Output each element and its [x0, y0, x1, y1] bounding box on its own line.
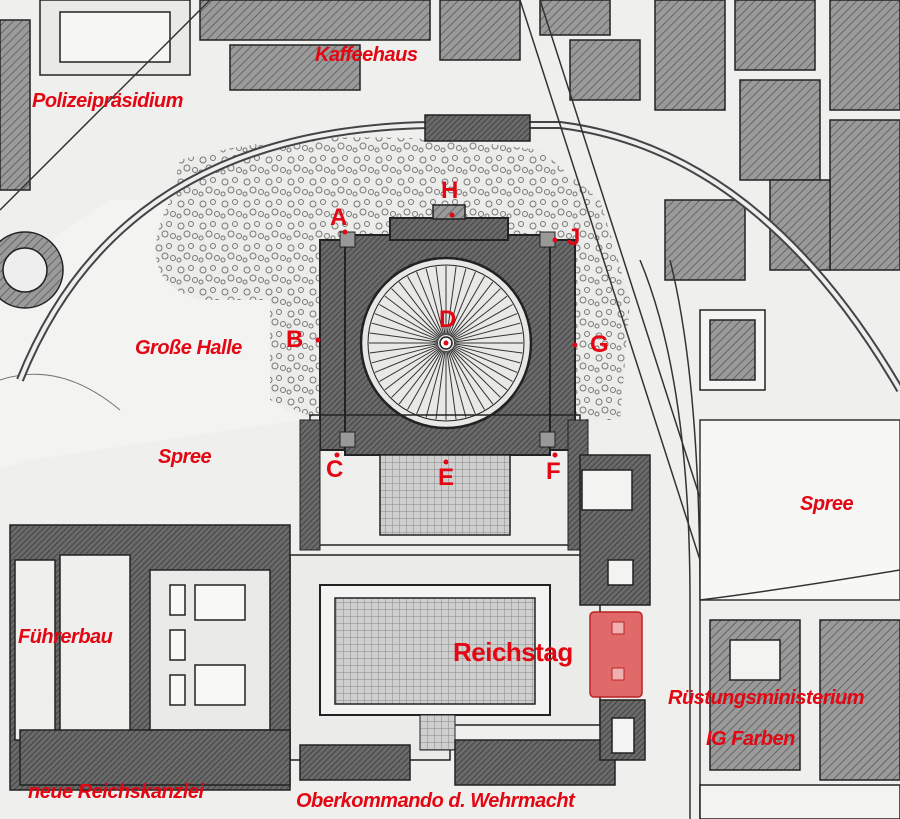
label-neue-reichskanzlei: neue Reichskanzlei: [28, 781, 204, 803]
label-ig-farben: IG Farben: [706, 728, 795, 750]
point-j: J: [567, 224, 581, 251]
point-g: G: [590, 331, 609, 358]
point-h: H: [441, 177, 459, 204]
label-polizeipraesidium: Polizeipräsidium: [32, 90, 183, 112]
label-grosse-halle: Große Halle: [135, 337, 242, 359]
label-fuehrerbau: Führerbau: [18, 626, 113, 648]
point-e: E: [438, 464, 455, 491]
point-a: A: [330, 204, 348, 231]
spree-east-water: [699, 419, 900, 601]
nw-blocks: [0, 0, 521, 191]
ne-blocks: [539, 0, 900, 391]
central-plaza: [289, 554, 601, 761]
point-b: B: [286, 326, 304, 353]
label-reichstag: Reichstag: [453, 637, 573, 667]
label-spree-east: Spree: [800, 493, 854, 515]
point-markers: [315, 212, 578, 465]
fuehrerbau-complex: [9, 524, 291, 791]
label-ruestungsministerium: Rüstungsministerium: [668, 687, 865, 709]
point-c: C: [326, 456, 344, 483]
reichstag-building: [589, 611, 643, 698]
label-kaffeehaus: Kaffeehaus: [315, 44, 418, 66]
point-d: D: [439, 306, 457, 333]
point-f: F: [546, 458, 561, 485]
label-spree-west: Spree: [158, 446, 212, 468]
label-okw: Oberkommando d. Wehrmacht: [296, 790, 575, 812]
